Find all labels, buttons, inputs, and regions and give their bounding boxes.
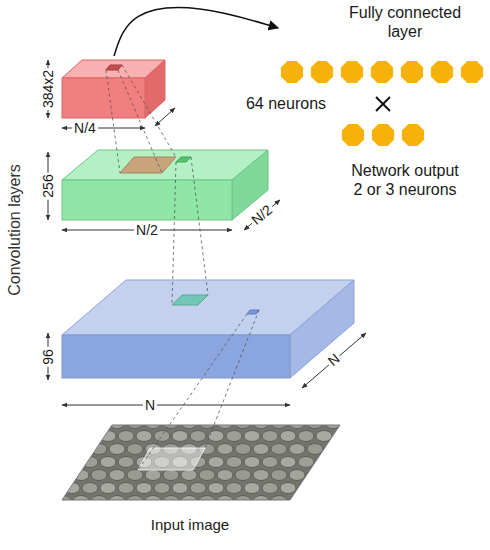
dimension-arrow (155, 108, 175, 126)
neuron (311, 61, 333, 83)
cross-symbol (376, 97, 390, 111)
slab-side (290, 280, 354, 378)
cross-symbol (376, 97, 390, 111)
receptive-field (172, 295, 208, 305)
projection-line (172, 162, 176, 305)
dimension-label: N/2 (134, 222, 160, 239)
output-title: Network output 2 or 3 neurons (346, 161, 464, 199)
receptive-field (138, 448, 205, 470)
slab-front (62, 180, 232, 220)
projection-line (191, 157, 208, 295)
kernel-patch (176, 157, 191, 162)
dimension-label: N (143, 397, 157, 414)
input-image: Input image (60, 423, 342, 502)
neuron (402, 124, 424, 146)
layer-title: Fully connected layer (343, 3, 468, 41)
block-side (145, 60, 165, 118)
dimension-label: 256 (40, 172, 57, 199)
neuron (372, 124, 394, 146)
projection-line (118, 70, 162, 173)
neuron (281, 61, 303, 83)
conv-block: 384x2N/4 (60, 56, 168, 120)
image-caption: Input image (151, 516, 229, 534)
connector-arrow (114, 8, 278, 56)
neuron (371, 61, 393, 83)
kernel-patch (106, 65, 122, 70)
neuron-count: 64 neurons (246, 94, 326, 113)
receptive-field (120, 157, 176, 173)
input-image (62, 425, 340, 500)
block-front (62, 78, 145, 118)
axis-title: Convolution layers (5, 164, 24, 296)
neuron (342, 124, 364, 146)
dimension-label: N (323, 349, 345, 371)
neuron-layer: Fully connected layer64 neurons (278, 0, 488, 86)
dimension-arrow (302, 333, 366, 388)
output-layer: Network output 2 or 3 neurons (339, 121, 427, 149)
dimension-arrow (244, 200, 280, 230)
projection-line (205, 310, 259, 448)
neuron (401, 61, 423, 83)
projection-line (106, 70, 120, 173)
neuron (341, 61, 363, 83)
projection-line (138, 314, 247, 470)
dimension-label: N/4 (72, 120, 98, 137)
dimension-label: N/2 (247, 200, 278, 229)
neuron (431, 61, 453, 83)
kernel-patch (247, 310, 259, 314)
neuron (461, 61, 483, 83)
slab-front (62, 335, 290, 378)
dimension-arrow (62, 405, 290, 406)
dimension-label: 96 (40, 347, 57, 367)
dimension-label: 384x2 (40, 68, 57, 110)
conv-layer: 256N/2N/2 (60, 148, 270, 222)
conv-layer: 96NN (60, 278, 356, 380)
